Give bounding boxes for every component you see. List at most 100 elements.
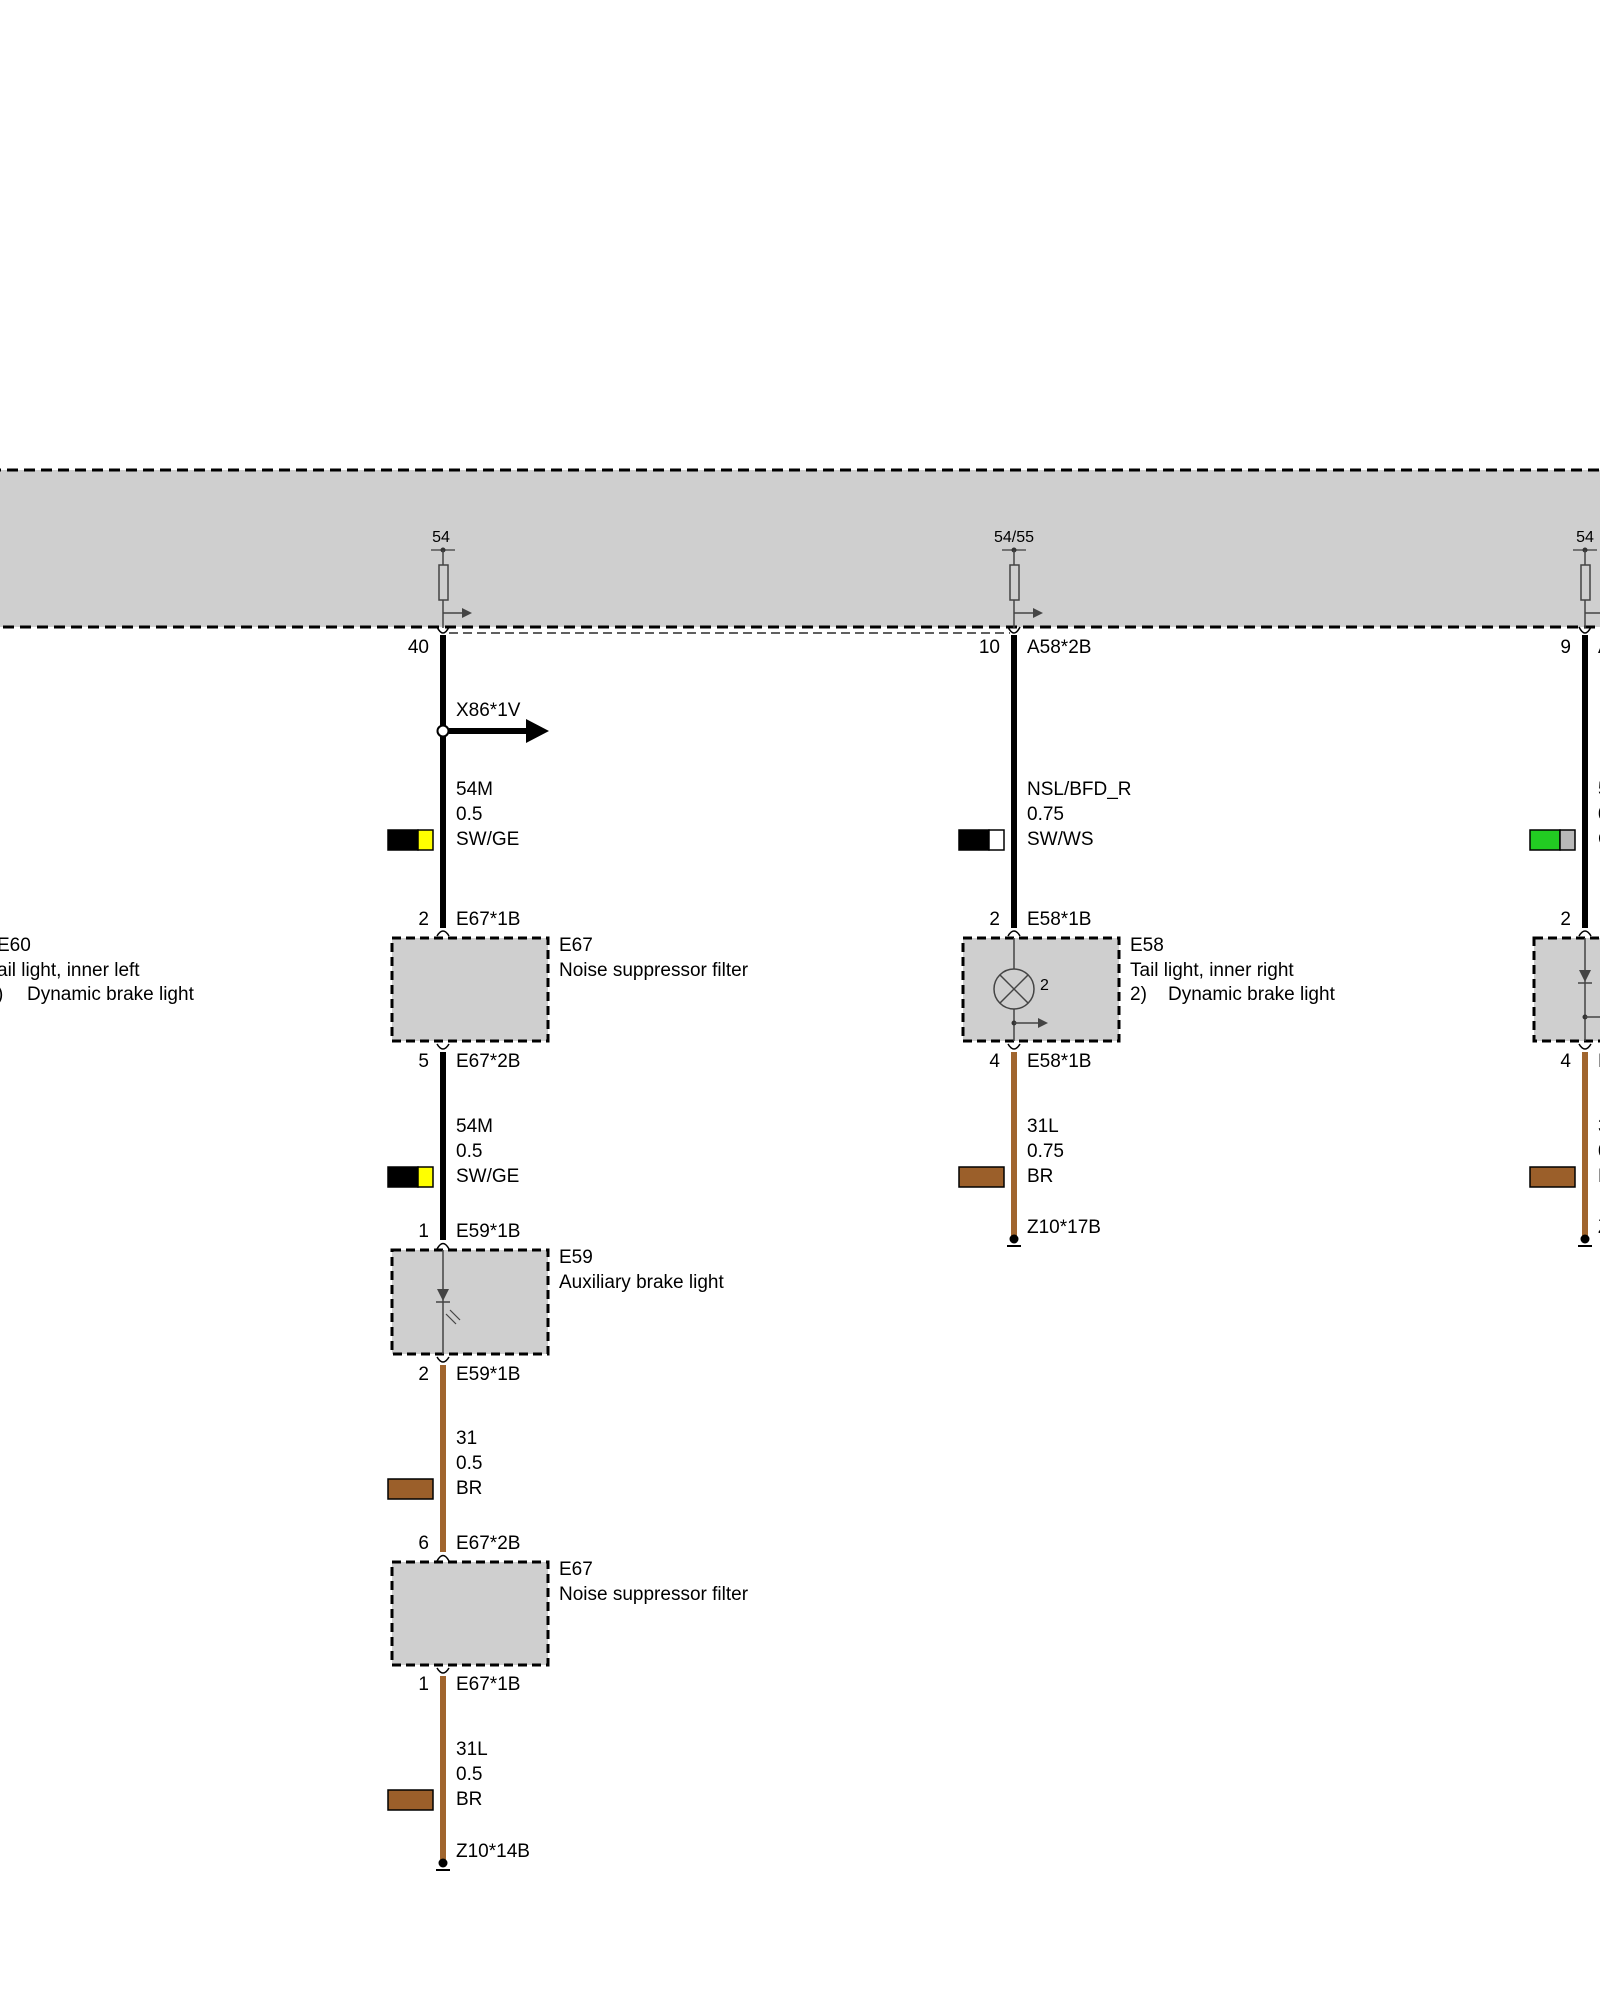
pin-number: 10 <box>979 637 1000 658</box>
wire-color: SW/GE <box>456 829 519 850</box>
pin-number: 6 <box>418 1533 429 1554</box>
wire-color: BR <box>456 1478 482 1499</box>
wire-color: SW/WS <box>1027 829 1094 850</box>
ground-label: Z10*14B <box>456 1841 530 1862</box>
connector-pin-icon <box>436 1043 450 1050</box>
circuit-middle: 10 A58*2B NSL/BFD_R 0.75 SW/WS 2 E58*1B … <box>958 626 1336 1247</box>
wire-color-swatch-br <box>958 1166 1005 1188</box>
control-module[interactable] <box>0 468 1600 634</box>
pin-number: 2 <box>1560 909 1571 930</box>
component-name: Auxiliary brake light <box>559 1272 724 1293</box>
terminal-54-right: 54 <box>1573 529 1600 628</box>
wire-color-swatch-br <box>1529 1166 1576 1188</box>
component-code: E67 <box>559 1559 593 1580</box>
pin-number: 4 <box>1560 1051 1571 1072</box>
wire-circuit: 5 <box>1598 779 1600 800</box>
wire-size: 0 <box>1598 804 1600 825</box>
wire-color: BR <box>456 1789 482 1810</box>
wire-circuit: 54M <box>456 1116 493 1137</box>
component-code: E67 <box>559 935 593 956</box>
ground-label: Z10*17B <box>1027 1217 1101 1238</box>
component-name: ail light, inner left <box>0 960 140 981</box>
connector-pin-icon <box>1007 1043 1021 1050</box>
component-name: Tail light, inner right <box>1130 960 1294 981</box>
connector-pin-icon <box>1007 930 1021 937</box>
component-code: E59 <box>559 1247 593 1268</box>
pin-number: 4 <box>989 1051 1000 1072</box>
component-e59-aux-brake-light[interactable] <box>390 1248 550 1356</box>
note-text: Dynamic brake light <box>27 984 195 1005</box>
pin-number: 40 <box>408 637 429 658</box>
connector-pin-icon <box>1578 930 1592 937</box>
connector-id: E58*1B <box>1027 909 1091 930</box>
connector-pin-icon <box>1578 626 1592 634</box>
component-right-partial[interactable] <box>1532 936 1600 1043</box>
terminal-54-55-middle: 54/55 <box>994 529 1043 628</box>
connector-id: E67*2B <box>456 1533 520 1554</box>
wire-color: B <box>1598 1166 1600 1187</box>
connector-id: E <box>1598 1051 1600 1072</box>
component-e67-noise-filter-top[interactable] <box>390 936 550 1043</box>
wire-color-swatch-sw-ge <box>387 829 434 851</box>
connector-pin-icon <box>436 1554 450 1562</box>
connector-pin-icon <box>1007 626 1021 634</box>
connector-pin-icon <box>436 1356 450 1363</box>
wire-circuit: 3 <box>1598 1116 1600 1137</box>
component-e60-partial[interactable]: E60 ail light, inner left ) Dynamic brak… <box>0 935 195 1005</box>
component-name: Noise suppressor filter <box>559 960 749 981</box>
ground-icon <box>1007 1234 1021 1247</box>
pin-number: 2 <box>418 909 429 930</box>
component-name: Noise suppressor filter <box>559 1584 749 1605</box>
pin-number: 1 <box>418 1221 429 1242</box>
branch-connector-label: X86*1V <box>456 700 521 721</box>
wire-color-swatch-sw-ws <box>958 829 1005 851</box>
wire-color-swatch-br <box>387 1789 434 1811</box>
connector-id: E58*1B <box>1027 1051 1091 1072</box>
terminal-label: 54/55 <box>994 529 1034 546</box>
connector-pin-icon <box>436 626 450 634</box>
wire-size: 0.75 <box>1027 804 1064 825</box>
connector-pin-icon <box>436 930 450 937</box>
pin-number: 9 <box>1560 637 1571 658</box>
control-module-body <box>0 468 1600 629</box>
terminal-label: 54 <box>1576 529 1594 546</box>
note-number: 2) <box>1130 984 1147 1005</box>
wire-size: 0.5 <box>456 804 482 825</box>
connector-id: A58*2B <box>1027 637 1091 658</box>
wire-size: 0 <box>1598 1141 1600 1162</box>
connector-pin-icon <box>436 1667 450 1674</box>
led-icon <box>1578 938 1600 1041</box>
pin-number: 2 <box>418 1364 429 1385</box>
bulb-icon <box>993 938 1048 1041</box>
circuit-right: 9 A 5 0 G 2 4 E 3 0 B Z <box>1529 626 1600 1247</box>
led-icon <box>436 1250 461 1354</box>
connector-id: E67*1B <box>456 1674 520 1695</box>
circuit-left: 40 X86*1V 54M 0.5 SW/GE 2 E67*1B E67 Noi… <box>387 626 749 1871</box>
ground-icon <box>436 1858 450 1871</box>
pin-number: 1 <box>418 1674 429 1695</box>
wire-circuit: 31L <box>1027 1116 1059 1137</box>
connector-pin-icon <box>436 1242 450 1250</box>
wire-size: 0.75 <box>1027 1141 1064 1162</box>
wire-size: 0.5 <box>456 1453 482 1474</box>
wire-color: G <box>1598 829 1600 850</box>
wire-color: BR <box>1027 1166 1053 1187</box>
wire-color-swatch-gn-gr <box>1529 829 1576 851</box>
component-code: E60 <box>0 935 31 956</box>
wire-circuit: NSL/BFD_R <box>1027 779 1132 800</box>
connector-id: E59*1B <box>456 1364 520 1385</box>
bulb-label: 2 <box>1040 977 1049 994</box>
component-code: E58 <box>1130 935 1164 956</box>
connector-pin-icon <box>1578 1043 1592 1050</box>
pin-number: 5 <box>418 1051 429 1072</box>
connector-id: A <box>1598 637 1600 658</box>
terminal-label: 54 <box>432 529 450 546</box>
component-e67-noise-filter-bottom[interactable] <box>390 1560 550 1667</box>
wire-circuit: 31 <box>456 1428 477 1449</box>
wire-size: 0.5 <box>456 1141 482 1162</box>
wire-size: 0.5 <box>456 1764 482 1785</box>
note-text: Dynamic brake light <box>1168 984 1336 1005</box>
wire-circuit: 54M <box>456 779 493 800</box>
wire-color-swatch-br <box>387 1478 434 1500</box>
